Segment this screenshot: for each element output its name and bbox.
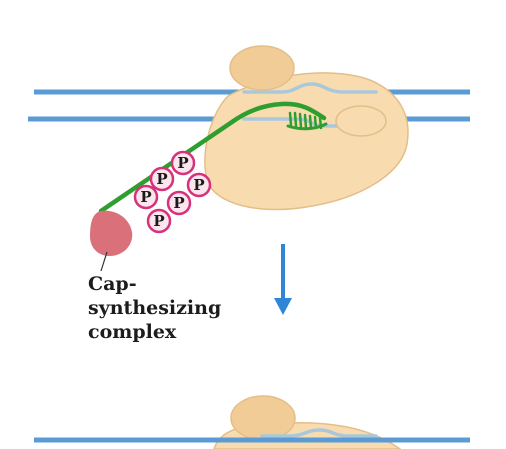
rna-polymerase-upper-lobe-2 xyxy=(230,395,296,441)
phosphate-label: P xyxy=(173,194,184,212)
rna-polymerase-body xyxy=(204,72,409,211)
rna-dna-hybrid-ticks xyxy=(288,111,323,130)
phosphate-label: P xyxy=(153,212,164,230)
phosphate-group: P xyxy=(149,166,175,192)
phosphorylated-ctd: P P P P P xyxy=(133,150,212,234)
phosphate-label: P xyxy=(193,176,204,194)
cap-complex-label: Cap- synthesizing complex xyxy=(88,272,248,344)
transcription-bubble xyxy=(242,82,378,94)
rna-hybrid-baseline xyxy=(286,122,328,131)
cap-label-line: Cap- xyxy=(88,273,137,295)
phosphate-group: P xyxy=(170,150,196,176)
label-leader-line xyxy=(100,251,108,272)
top-panel: P P P P P xyxy=(28,45,470,272)
phosphate-group: P xyxy=(166,190,192,216)
bottom-panel xyxy=(34,395,470,449)
rna-polymerase-clamp xyxy=(335,105,387,137)
down-arrow xyxy=(274,244,292,315)
cap-synthesizing-complex xyxy=(90,210,133,256)
rna-transcript xyxy=(98,101,327,214)
phosphate-label: P xyxy=(156,170,167,188)
phosphate-group: P xyxy=(186,172,212,198)
phosphate-group: P xyxy=(133,184,159,210)
phosphate-label: P xyxy=(140,188,151,206)
phosphate-group: P xyxy=(146,208,172,234)
cap-label-line: synthesizing xyxy=(88,297,222,319)
phosphate-label: P xyxy=(177,154,188,172)
rna-polymerase-upper-lobe xyxy=(229,45,295,91)
transcription-bubble-2 xyxy=(260,428,378,438)
cap-label-line: complex xyxy=(88,321,177,343)
dna-strand-2 xyxy=(34,437,470,443)
